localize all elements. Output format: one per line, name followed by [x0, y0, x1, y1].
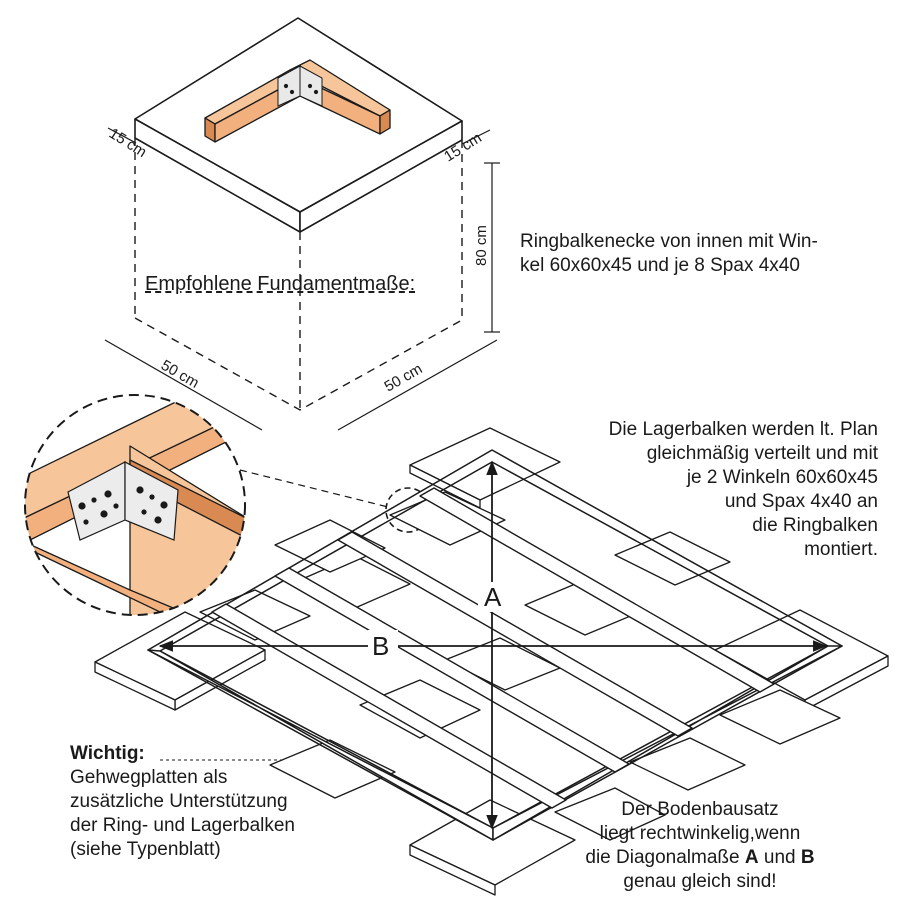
- important-note-title: Wichtig:: [70, 743, 145, 764]
- foundation-hidden-edges: [134, 138, 463, 411]
- square-note-b: B: [800, 847, 815, 868]
- corner-note-line-1: Ringbalkenecke von innen mit Win-: [520, 231, 818, 252]
- dim-bottom-right: 50 cm: [382, 360, 426, 395]
- foundation-title: Empfohlene Fundamentmaße:: [145, 273, 416, 295]
- joist-note-line-4: und Spax 4x40 an: [724, 491, 878, 512]
- important-note-line-3: der Ring- und Lagerbalken: [70, 815, 295, 836]
- square-note-line-3: die Diagonalmaße A und B: [530, 846, 870, 870]
- important-note-line-2: zusätzliche Unterstützung: [70, 791, 288, 812]
- label-a-bg: [478, 582, 508, 612]
- corner-bracket-small: [277, 65, 323, 107]
- diagonal-a-label: A: [484, 582, 502, 612]
- square-note-and: und: [758, 847, 801, 868]
- square-note: Der Bodenbausatz liegt rechtwinkelig,wen…: [530, 798, 870, 894]
- important-note-line-1: Gehwegplatten als: [70, 767, 228, 788]
- joist-note-line-2: gleichmäßig verteilt und mit: [646, 443, 878, 464]
- foundation-dimension-lines: [104, 127, 500, 431]
- angle-bracket-large: [67, 461, 179, 541]
- square-note-line-2: liegt rechtwinkelig,wenn: [599, 823, 801, 844]
- important-note-line-4: (siehe Typenblatt): [70, 839, 221, 860]
- diagonal-b-label: B: [372, 631, 389, 661]
- dim-bottom-left: 50 cm: [158, 357, 202, 392]
- dim-height: 80 cm: [473, 225, 490, 266]
- joist-note-line-1: Die Lagerbalken werden lt. Plan: [608, 419, 878, 440]
- label-b-bg: [368, 630, 398, 660]
- joist-note-line-3: je 2 Winkeln 60x60x45: [686, 467, 878, 488]
- square-note-a: A: [744, 847, 759, 868]
- foundation-block: [134, 17, 463, 233]
- diagonal-lines: [158, 460, 828, 830]
- joist-note: Die Lagerbalken werden lt. Plan gleichmä…: [540, 418, 878, 562]
- corner-note: Ringbalkenecke von innen mit Win- kel 60…: [520, 230, 900, 278]
- joist-note-line-6: montiert.: [804, 539, 878, 560]
- square-note-line-4: genau gleich sind!: [623, 871, 777, 892]
- square-note-line-1: Der Bodenbausatz: [621, 799, 779, 820]
- joist-note-line-5: die Ringbalken: [752, 515, 878, 536]
- important-note: Wichtig: Gehwegplatten als zusätzliche U…: [70, 742, 370, 862]
- square-note-line-3-text: die Diagonalmaße: [585, 847, 745, 868]
- corner-note-line-2: kel 60x60x45 und je 8 Spax 4x40: [520, 255, 800, 276]
